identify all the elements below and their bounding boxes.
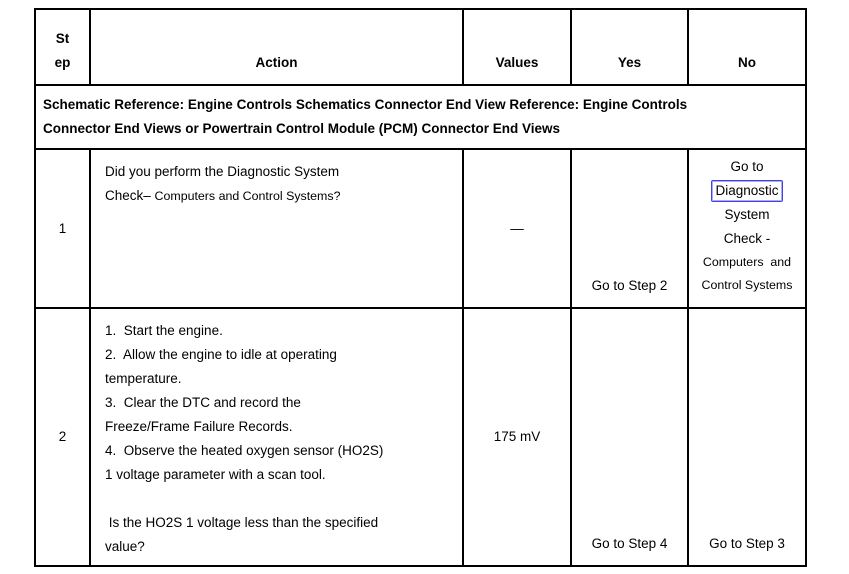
no-cell: Go to Diagnostic System Check - Computer… [687,148,807,309]
no-cell: Go to Step 3 [687,307,807,567]
action-text-line2-small: Computers and Control Systems? [154,189,341,203]
no-text-line: Computers and [702,255,792,269]
yes-cell: Go to Step 4 [570,307,689,567]
no-text-line: Go to [730,159,764,174]
no-text-line: Control Systems [701,278,793,292]
schematic-reference-row: Schematic Reference: Engine Controls Sch… [34,84,807,150]
col-header-action: Action [89,8,464,86]
values-cell: 175 mV [462,307,572,567]
table-row: 1 Did you perform the Diagnostic System … [34,148,807,309]
action-text: 1. Start the engine. 2. Allow the engine… [105,323,384,554]
step-number: 2 [34,307,91,567]
diagnostic-link[interactable]: Diagnostic [711,180,783,202]
col-header-step: St ep [34,8,91,86]
action-text-line2-prefix: Check– [105,188,155,203]
action-cell: 1. Start the engine. 2. Allow the engine… [89,307,464,567]
values-cell: — [462,148,572,309]
schematic-reference-note: Schematic Reference: Engine Controls Sch… [34,84,807,150]
no-text-line: Check - [723,231,771,246]
yes-cell: Go to Step 2 [570,148,689,309]
col-header-no: No [687,8,807,86]
no-link-line: Diagnostic [691,179,803,203]
table-row: 2 1. Start the engine. 2. Allow the engi… [34,307,807,567]
diagnostic-steps-table: St ep Action Values Yes No Schematic Ref… [34,8,807,567]
action-text-line1: Did you perform the Diagnostic System [105,164,340,179]
table-header-row: St ep Action Values Yes No [34,8,807,86]
col-header-yes: Yes [570,8,689,86]
step-number: 1 [34,148,91,309]
col-header-values: Values [462,8,572,86]
no-text-line: System [724,207,770,222]
action-cell: Did you perform the Diagnostic System Ch… [89,148,464,309]
